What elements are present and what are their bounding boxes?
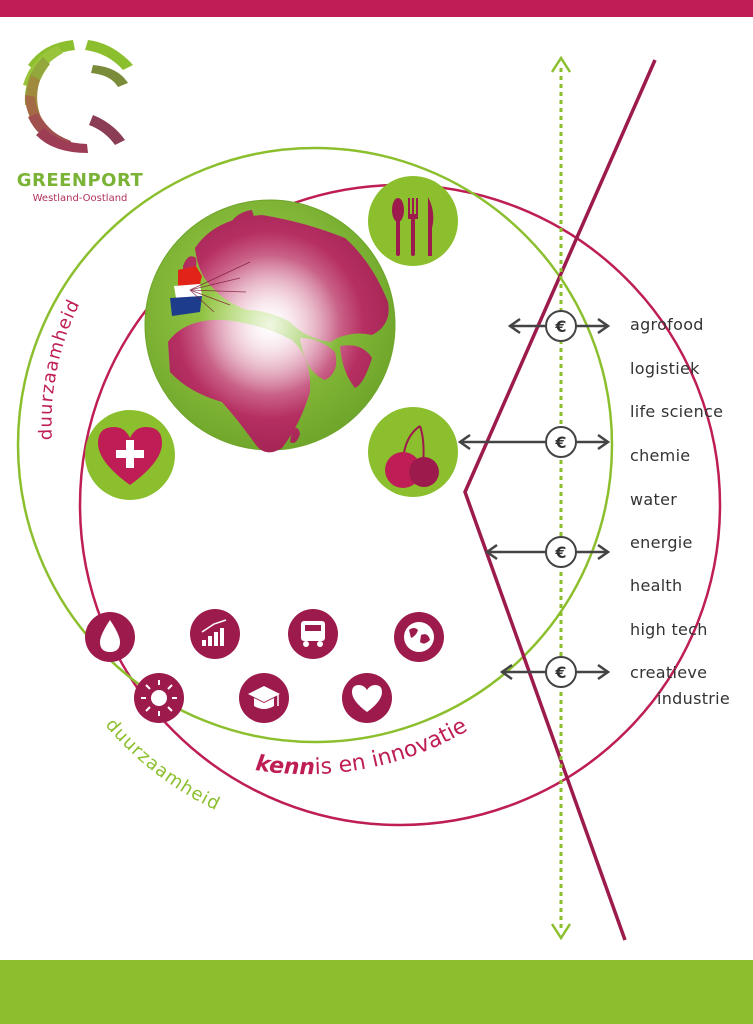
kennis-en-innovatie-label: kennis en innovatie: [254, 713, 471, 780]
sector-label-agrofood: agrofood: [630, 315, 704, 334]
sector-label-water: water: [630, 490, 678, 509]
sector-label-logistiek: logistiek: [630, 359, 700, 378]
graduation-cap-icon: [239, 673, 289, 723]
axis-arrow-down-icon: [550, 923, 572, 941]
sector-label-chemie: chemie: [630, 446, 691, 465]
heart-icon: [342, 673, 392, 723]
globe-icon: [394, 612, 444, 662]
exchange-arrow-agrofood: €: [507, 310, 611, 342]
sector-label-high-tech: high tech: [630, 620, 708, 639]
exchange-arrow-chemie: €: [457, 426, 611, 458]
sun-icon: [134, 673, 184, 723]
sector-label-creatieve: creatieve: [630, 663, 708, 682]
euro-symbol: €: [554, 543, 566, 562]
euro-symbol: €: [554, 317, 566, 336]
globe-illustration: [144, 199, 396, 453]
brand-subtitle: Westland-Oostland: [32, 193, 128, 204]
market-curve-line: [463, 59, 657, 941]
growth-chart-icon: [190, 609, 240, 659]
exchange-arrow-creatieve: €: [499, 656, 611, 688]
bottom-bar: [0, 960, 753, 1024]
cherries-icon: [368, 407, 458, 497]
brand-name: GREENPORT: [16, 170, 144, 191]
exchange-arrow-energie: €: [484, 536, 611, 568]
water-drop-icon: [85, 612, 135, 662]
duurzaamheid-inner-label: duurzaamheid: [35, 296, 84, 441]
sector-label-industrie: industrie: [657, 689, 731, 708]
top-bar: [0, 0, 753, 17]
euro-symbol: €: [554, 433, 566, 452]
axis-arrow-up-icon: [550, 55, 572, 73]
duurzaamheid-outer-label: duurzaamheid: [101, 714, 224, 815]
cutlery-icon: [368, 176, 458, 266]
heart-plus-icon: [85, 410, 175, 500]
sector-label-health: health: [630, 576, 683, 595]
greenport-logo-icon: [23, 40, 133, 153]
truck-icon: [288, 609, 338, 659]
sector-label-life-science: life science: [630, 402, 724, 421]
euro-symbol: €: [554, 663, 566, 682]
sector-label-energie: energie: [630, 533, 693, 552]
inner-circle-green: [16, 146, 614, 744]
diagram: duurzaamheid duurzaamheid kennis en inno…: [16, 40, 722, 941]
